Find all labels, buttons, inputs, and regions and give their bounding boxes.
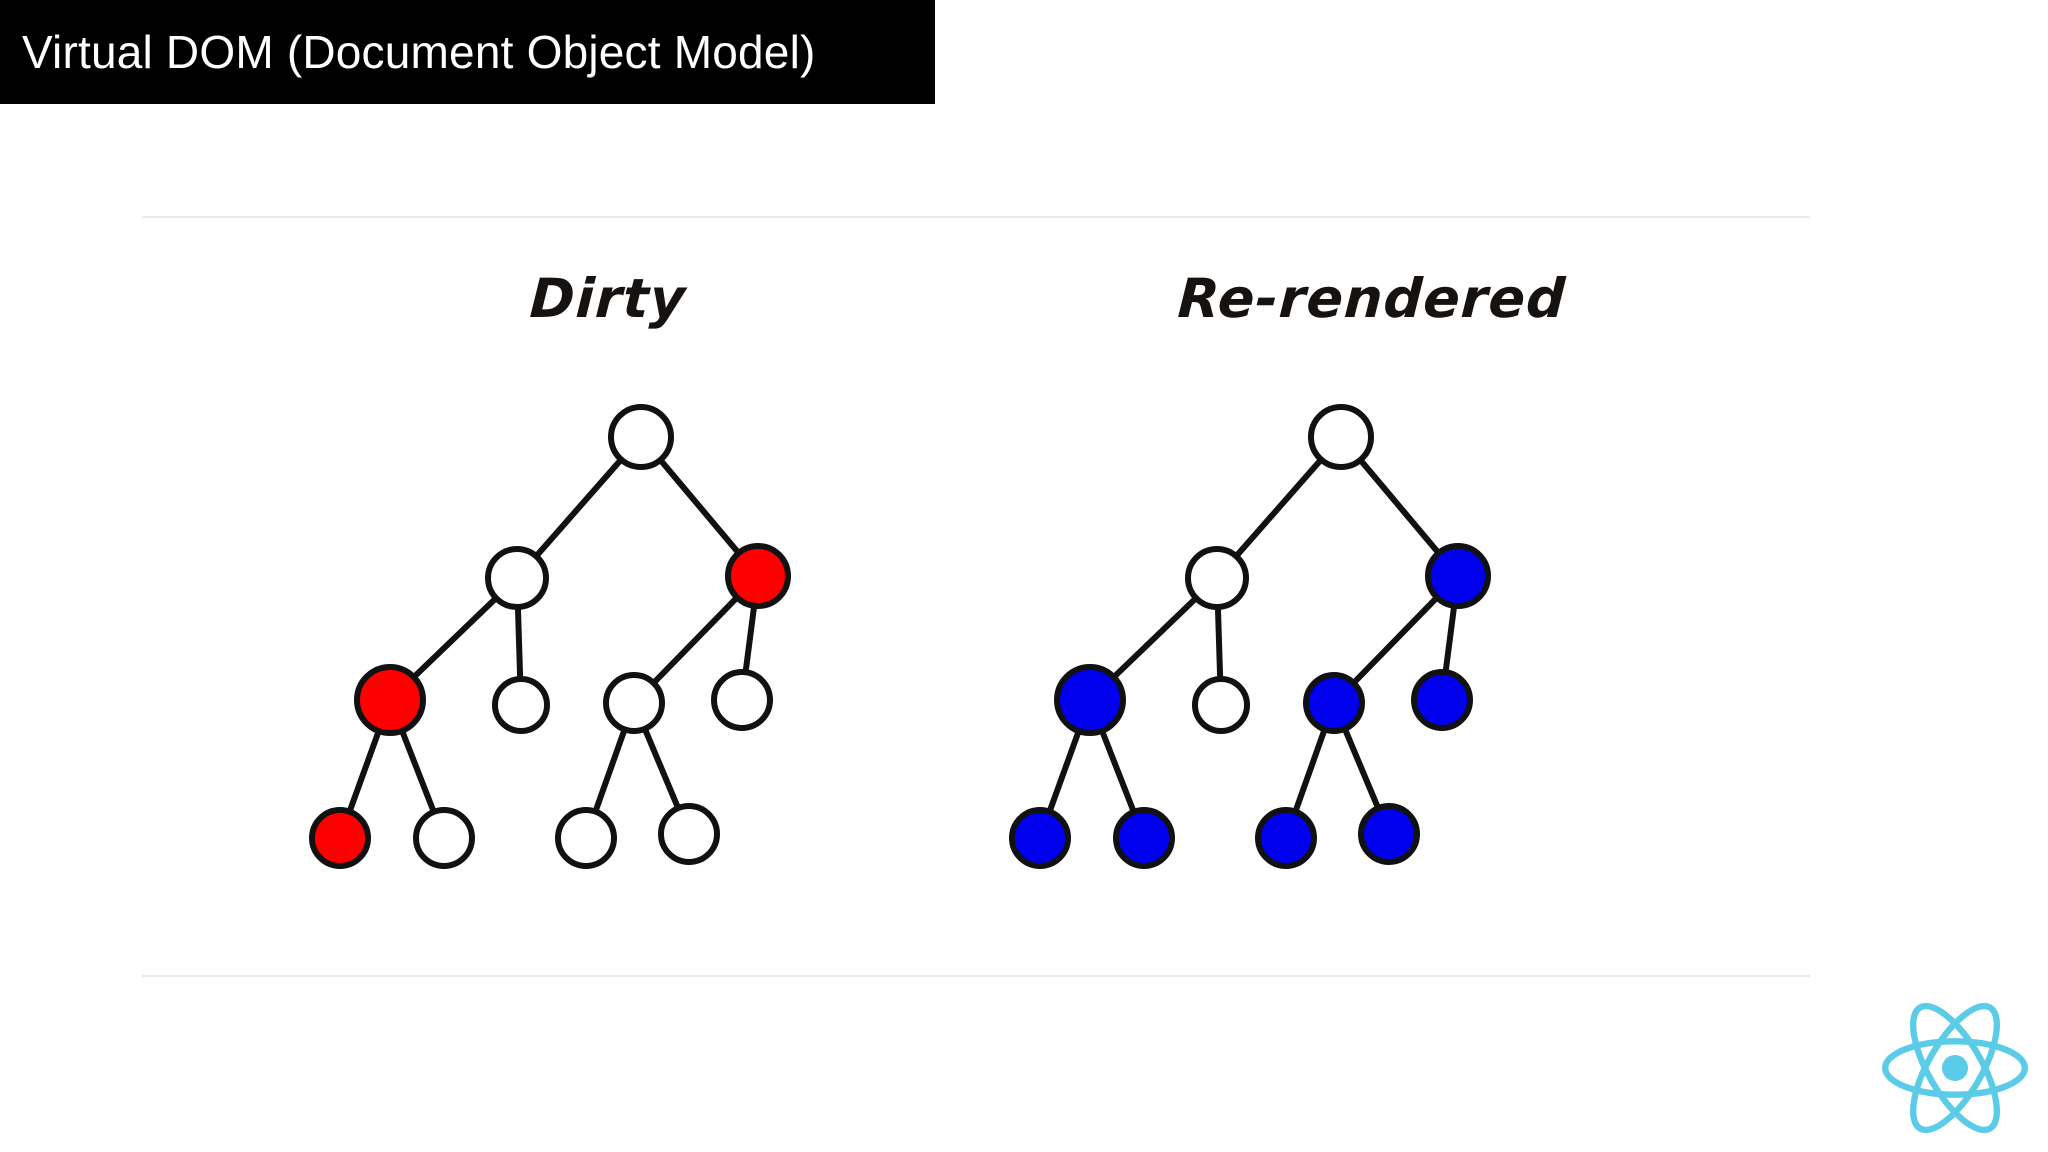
tree-node-rendered bbox=[1054, 664, 1126, 736]
tree-edge bbox=[347, 729, 382, 813]
tree-edge bbox=[1342, 727, 1381, 810]
tree-edge bbox=[399, 729, 437, 814]
tree-edge bbox=[1112, 596, 1198, 679]
dirty-tree-edges bbox=[347, 458, 757, 814]
tree-edge bbox=[1234, 458, 1323, 558]
tree-node-rendered bbox=[1358, 803, 1420, 865]
tree-node-clean bbox=[485, 546, 549, 610]
tree-node-rendered bbox=[1425, 543, 1491, 609]
tree-node-clean bbox=[1192, 676, 1250, 734]
slide-title-bar: Virtual DOM (Document Object Model) bbox=[0, 0, 935, 104]
tree-node-clean bbox=[1308, 404, 1374, 470]
tree-edge bbox=[1351, 595, 1439, 685]
rerendered-tree bbox=[1009, 404, 1491, 869]
tree-edge bbox=[593, 728, 627, 813]
tree-edge bbox=[1047, 729, 1082, 813]
tree-edge bbox=[658, 458, 741, 555]
tree-edge bbox=[514, 605, 524, 681]
tree-node-clean bbox=[711, 669, 773, 731]
tree-node-rendered bbox=[1303, 672, 1365, 734]
tree-node-dirty bbox=[309, 807, 371, 869]
tree-edge bbox=[534, 458, 623, 558]
tree-edge bbox=[651, 595, 739, 685]
tree-edge bbox=[1214, 605, 1224, 681]
rerendered-tree-edges bbox=[1047, 458, 1457, 814]
caption-dirty: Dirty bbox=[528, 267, 688, 330]
tree-node-dirty bbox=[354, 664, 426, 736]
react-atom-icon bbox=[1882, 1002, 2028, 1134]
tree-node-rendered bbox=[1113, 807, 1175, 869]
page-title: Virtual DOM (Document Object Model) bbox=[22, 26, 816, 78]
tree-edge bbox=[1442, 604, 1457, 674]
tree-edge bbox=[412, 596, 498, 679]
tree-edge bbox=[642, 727, 681, 810]
tree-edge bbox=[1293, 728, 1327, 813]
tree-node-dirty bbox=[725, 543, 791, 609]
tree-edge bbox=[1358, 458, 1441, 555]
tree-node-clean bbox=[555, 807, 617, 869]
tree-node-rendered bbox=[1009, 807, 1071, 869]
tree-node-clean bbox=[658, 803, 720, 865]
tree-node-clean bbox=[608, 404, 674, 470]
divider-bottom bbox=[142, 975, 1810, 977]
tree-edge bbox=[1099, 729, 1137, 814]
tree-node-clean bbox=[413, 807, 475, 869]
divider-top bbox=[142, 216, 1810, 218]
tree-node-rendered bbox=[1255, 807, 1317, 869]
react-logo bbox=[1882, 1002, 2028, 1134]
tree-edge bbox=[742, 604, 757, 674]
caption-rerendered: Re-rendered bbox=[1176, 267, 1568, 330]
tree-node-clean bbox=[1185, 546, 1249, 610]
dirty-tree bbox=[309, 404, 791, 869]
tree-node-clean bbox=[492, 676, 550, 734]
tree-node-rendered bbox=[1411, 669, 1473, 731]
tree-node-clean bbox=[603, 672, 665, 734]
